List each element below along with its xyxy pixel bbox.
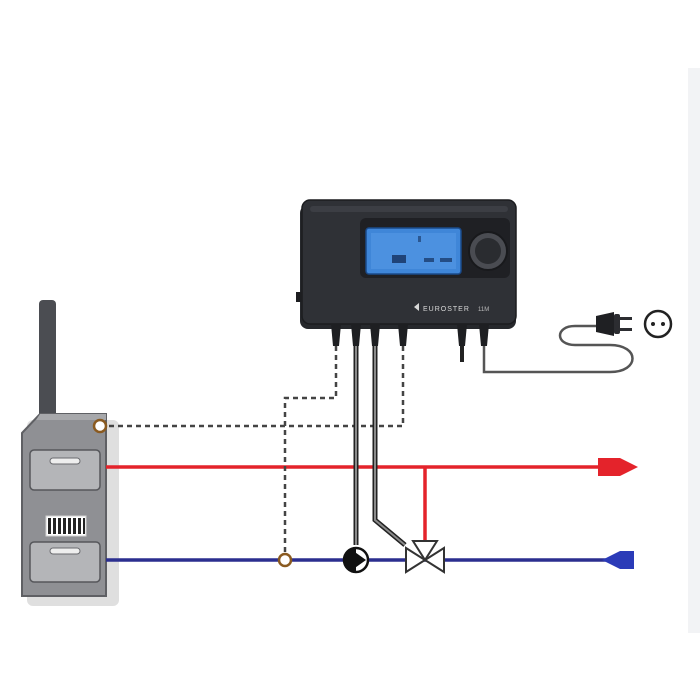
lcd-segment: [440, 258, 452, 262]
plug-icon: [596, 312, 632, 336]
boiler-lower-door: [29, 541, 101, 583]
mains-cable: [482, 324, 634, 374]
return-sensor-icon: [277, 552, 293, 568]
boiler-lower-handle: [49, 547, 81, 555]
lcd-segment: [392, 255, 406, 263]
boiler-chimney: [39, 300, 56, 426]
controller-lcd: [365, 227, 462, 275]
boiler-icon: [21, 300, 119, 606]
power-cord: [460, 324, 634, 374]
supply-arrow: [598, 458, 638, 476]
boiler-grille: [45, 515, 87, 537]
controller-brand: EUROSTER 11M: [414, 303, 489, 313]
pump-icon: [342, 546, 370, 574]
return-sensor-wire: [283, 346, 338, 560]
controller-highlight: [310, 206, 508, 212]
valve-cable-outer: [372, 346, 407, 547]
model-label: 11M: [478, 307, 489, 313]
boiler-upper-door: [29, 449, 101, 491]
controller-side-stub: [296, 292, 302, 302]
background-panel: [688, 68, 700, 633]
socket-icon: [643, 309, 673, 339]
boiler-sensor-icon: [92, 418, 108, 434]
controller-knob-inner: [475, 238, 501, 264]
return-arrow: [602, 551, 634, 569]
lcd-segment: [424, 258, 434, 262]
return-pipe: [106, 551, 634, 569]
device-cables: [353, 346, 407, 547]
brand-label: EUROSTER: [423, 306, 470, 313]
boiler-top: [36, 414, 106, 420]
boiler-upper-handle: [49, 457, 81, 465]
controller-icon: EUROSTER 11M: [296, 199, 517, 346]
three-way-valve-icon: [405, 540, 445, 574]
valve-cable-inner: [374, 346, 406, 546]
lcd-glare: [371, 233, 456, 269]
boiler-sensor-wire: [100, 346, 405, 428]
lcd-segment: [418, 236, 421, 242]
supply-pipe: [106, 458, 638, 542]
sensor-wires: [100, 346, 405, 560]
cable-glands: [331, 324, 489, 346]
